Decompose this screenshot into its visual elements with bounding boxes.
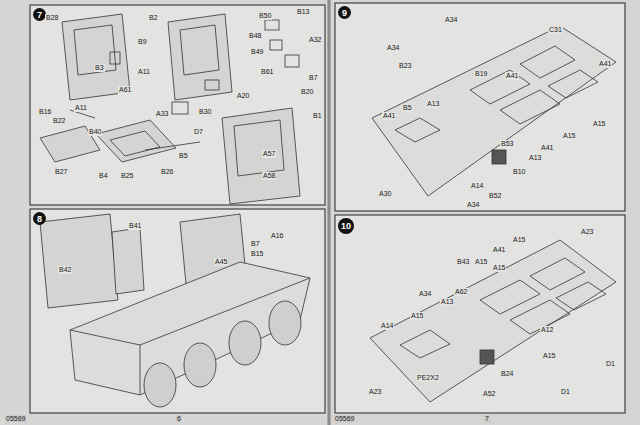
part-callout: A13 bbox=[528, 154, 542, 162]
part-callout: A16 bbox=[270, 232, 284, 240]
part-callout: A33 bbox=[155, 110, 169, 118]
step8-vehicle bbox=[40, 214, 310, 407]
step-number-badge: 9 bbox=[338, 6, 351, 19]
part-callout: A61 bbox=[118, 86, 132, 94]
part-callout: B10 bbox=[512, 168, 526, 176]
part-callout: B7 bbox=[250, 240, 261, 248]
part-callout: A20 bbox=[236, 92, 250, 100]
step-number: 9 bbox=[342, 8, 347, 18]
part-callout: B43 bbox=[456, 258, 470, 266]
part-callout: A41 bbox=[382, 112, 396, 120]
part-callout: D7 bbox=[193, 128, 204, 136]
part-callout: A41 bbox=[505, 72, 519, 80]
part-callout: A14 bbox=[380, 322, 394, 330]
part-callout: A58 bbox=[262, 172, 276, 180]
step-number: 7 bbox=[37, 10, 42, 20]
right-page bbox=[331, 0, 640, 425]
part-callout: C31 bbox=[548, 26, 563, 34]
part-callout: B26 bbox=[160, 168, 174, 176]
part-callout: A34 bbox=[386, 44, 400, 52]
part-callout: B50 bbox=[258, 12, 272, 20]
part-callout: B7 bbox=[308, 74, 319, 82]
part-callout: B30 bbox=[198, 108, 212, 116]
step-number: 8 bbox=[37, 214, 42, 224]
part-callout: B3 bbox=[94, 64, 105, 72]
part-callout: A41 bbox=[598, 60, 612, 68]
page-number: 6 bbox=[176, 415, 182, 423]
part-callout: B20 bbox=[300, 88, 314, 96]
step9-hull-top bbox=[372, 26, 616, 196]
part-callout: PE2X2 bbox=[416, 374, 440, 382]
part-callout: A15 bbox=[542, 352, 556, 360]
page-number: 05569 bbox=[5, 415, 26, 423]
part-callout: B40 bbox=[88, 128, 102, 136]
page-fold bbox=[328, 0, 331, 425]
part-callout: B24 bbox=[500, 370, 514, 378]
part-callout: A13 bbox=[440, 298, 454, 306]
step10-hull-top bbox=[370, 240, 616, 402]
part-callout: B41 bbox=[128, 222, 142, 230]
part-callout: B22 bbox=[52, 117, 66, 125]
part-callout: B4 bbox=[98, 172, 109, 180]
part-callout: A23 bbox=[580, 228, 594, 236]
part-callout: B9 bbox=[137, 38, 148, 46]
part-callout: A41 bbox=[540, 144, 554, 152]
part-callout: A32 bbox=[308, 36, 322, 44]
part-callout: A45 bbox=[214, 258, 228, 266]
part-callout: B61 bbox=[260, 68, 274, 76]
part-callout: A34 bbox=[444, 16, 458, 24]
part-callout: B5 bbox=[402, 104, 413, 112]
step-panels bbox=[30, 3, 625, 413]
part-callout: B52 bbox=[488, 192, 502, 200]
left-page bbox=[0, 0, 327, 425]
part-callout: A15 bbox=[492, 264, 506, 272]
part-callout: B49 bbox=[250, 48, 264, 56]
part-callout: B2 bbox=[148, 14, 159, 22]
part-callout: D1 bbox=[605, 360, 616, 368]
part-callout: A15 bbox=[474, 258, 488, 266]
part-callout: B13 bbox=[296, 8, 310, 16]
part-callout: A57 bbox=[262, 150, 276, 158]
part-callout: A15 bbox=[512, 236, 526, 244]
part-callout: B27 bbox=[54, 168, 68, 176]
part-callout: B16 bbox=[38, 108, 52, 116]
step7-parts bbox=[40, 14, 300, 204]
part-callout: B25 bbox=[120, 172, 134, 180]
part-callout: A15 bbox=[562, 132, 576, 140]
part-callout: B1 bbox=[312, 112, 323, 120]
part-callout: B42 bbox=[58, 266, 72, 274]
part-callout: A11 bbox=[137, 68, 151, 76]
part-callout: B53 bbox=[500, 140, 514, 148]
step-number: 10 bbox=[341, 221, 351, 231]
part-callout: A13 bbox=[426, 100, 440, 108]
part-callout: A14 bbox=[470, 182, 484, 190]
part-callout: A34 bbox=[418, 290, 432, 298]
part-callout: A15 bbox=[410, 312, 424, 320]
part-callout: A41 bbox=[492, 246, 506, 254]
part-callout: A52 bbox=[482, 390, 496, 398]
step-number-badge: 10 bbox=[338, 218, 354, 234]
part-callout: B23 bbox=[398, 62, 412, 70]
part-callout: A23 bbox=[368, 388, 382, 396]
part-callout: B19 bbox=[474, 70, 488, 78]
part-callout: A30 bbox=[378, 190, 392, 198]
part-callout: A34 bbox=[466, 201, 480, 209]
page-number: 7 bbox=[484, 415, 490, 423]
part-callout: B48 bbox=[248, 32, 262, 40]
page-number: 05569 bbox=[334, 415, 355, 423]
part-callout: A11 bbox=[74, 104, 88, 112]
part-callout: B15 bbox=[250, 250, 264, 258]
part-callout: B28 bbox=[45, 14, 59, 22]
part-callout: B5 bbox=[178, 152, 189, 160]
part-callout: A15 bbox=[592, 120, 606, 128]
part-callout: A62 bbox=[454, 288, 468, 296]
part-callout: A12 bbox=[540, 326, 554, 334]
part-callout: D1 bbox=[560, 388, 571, 396]
step-number-badge: 8 bbox=[33, 212, 46, 225]
